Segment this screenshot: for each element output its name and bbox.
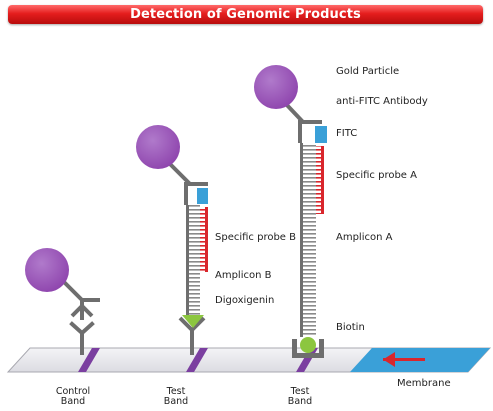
fitc-icon bbox=[315, 126, 327, 143]
label-membrane: Membrane bbox=[397, 378, 451, 389]
fitc-icon bbox=[197, 188, 208, 204]
test-a-complex bbox=[254, 65, 327, 358]
label-amplicon-b: Amplicon B bbox=[215, 270, 272, 281]
gold-particle-icon bbox=[254, 65, 298, 109]
band-label-line2: Band bbox=[60, 396, 86, 407]
test-b-complex bbox=[136, 125, 208, 355]
page-title: Detection of Genomic Products bbox=[8, 5, 483, 24]
label-specific-probe-b: Specific probe B bbox=[215, 232, 296, 243]
band-label-line1: Control bbox=[55, 386, 91, 397]
band-label-test-b: Test Band bbox=[146, 387, 206, 407]
test-band-b bbox=[186, 348, 208, 372]
band-label-line1: Test bbox=[166, 386, 186, 397]
label-gold-particle: Gold Particle bbox=[336, 66, 400, 77]
label-biotin: Biotin bbox=[336, 322, 365, 333]
label-specific-probe-a: Specific probe A bbox=[336, 170, 417, 181]
gold-particle-icon bbox=[25, 248, 69, 292]
label-amplicon-a: Amplicon A bbox=[336, 232, 393, 243]
band-label-line2: Band bbox=[163, 396, 189, 407]
gold-particle-icon bbox=[136, 125, 180, 169]
band-label-test-a: Test Band bbox=[270, 387, 330, 407]
band-label-control: Control Band bbox=[43, 387, 103, 407]
label-fitc: FITC bbox=[336, 128, 358, 139]
label-digoxigenin: Digoxigenin bbox=[215, 295, 275, 306]
membrane-strip bbox=[6, 347, 492, 373]
streptavidin-cup bbox=[292, 339, 324, 358]
digoxigenin-icon bbox=[182, 315, 204, 328]
band-label-line1: Test bbox=[290, 386, 310, 397]
control-complex bbox=[25, 248, 100, 355]
band-label-line2: Band bbox=[287, 396, 313, 407]
flow-arrow-icon bbox=[383, 352, 395, 367]
control-band bbox=[78, 348, 100, 372]
label-anti-fitc-antibody: anti-FITC Antibody bbox=[336, 96, 428, 107]
biotin-icon bbox=[300, 337, 316, 353]
